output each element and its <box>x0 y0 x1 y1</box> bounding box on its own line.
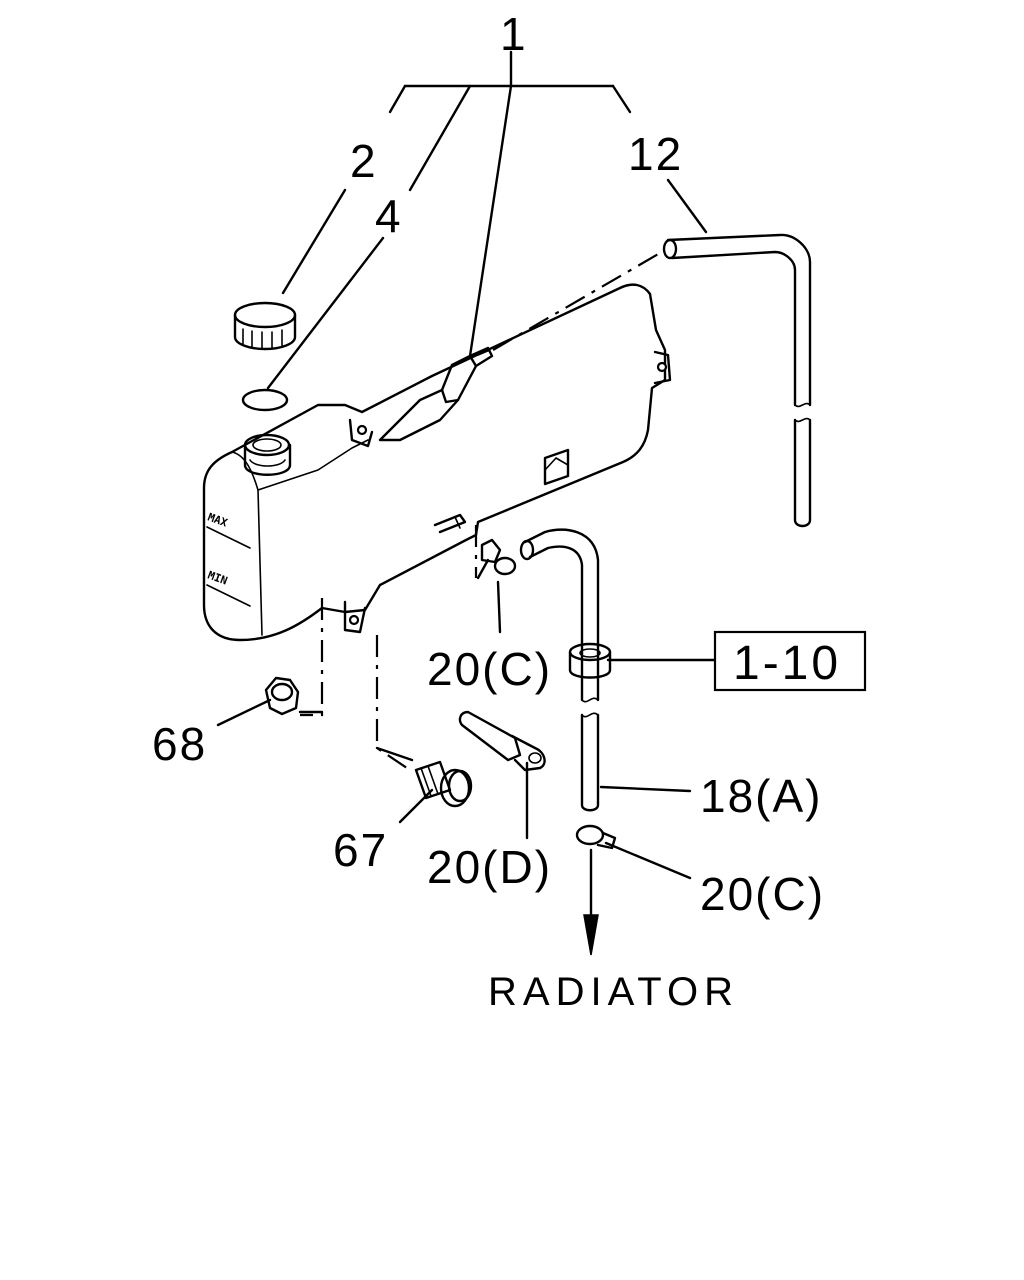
callout-18a-label: 18(A) <box>700 770 822 822</box>
radiator-label: RADIATOR <box>488 970 739 1014</box>
reference-box-label: 1-10 <box>733 637 841 690</box>
callout-12-label: 12 <box>628 128 683 180</box>
reservoir-tank-body <box>202 283 672 642</box>
reference-box <box>713 630 867 692</box>
routing-line-hose-12 <box>492 252 661 351</box>
clamp-part-20d <box>458 710 546 772</box>
leader-lines <box>216 178 717 880</box>
callout-1-bracket <box>388 50 632 358</box>
callout-68-label: 68 <box>152 718 207 770</box>
min-mark: MIN <box>206 569 229 588</box>
tank-overflow-nipple <box>378 346 494 442</box>
clamp-part-20c-top <box>433 513 517 580</box>
callout-2-label: 2 <box>350 135 378 187</box>
callout-1-label: 1 <box>500 8 528 60</box>
callout-4-label: 4 <box>375 190 403 242</box>
max-mark: MAX <box>206 511 229 530</box>
gasket-part-4 <box>241 388 289 412</box>
hose-clip <box>568 642 612 679</box>
radiator-arrow <box>583 848 599 956</box>
nut-part-68 <box>264 676 300 716</box>
callout-67-label: 67 <box>333 824 388 876</box>
bolt-part-67 <box>414 760 473 808</box>
callout-20c-top-label: 20(C) <box>427 643 552 695</box>
overflow-hose-part-12 <box>662 233 812 528</box>
mounting-routing-lines <box>298 598 414 771</box>
cap-part-2 <box>233 301 297 351</box>
callout-20c-bottom-label: 20(C) <box>700 868 825 920</box>
callout-20d-label: 20(D) <box>427 841 552 893</box>
hose-part-18a <box>519 528 600 812</box>
clamp-part-20c-bottom <box>575 824 617 850</box>
